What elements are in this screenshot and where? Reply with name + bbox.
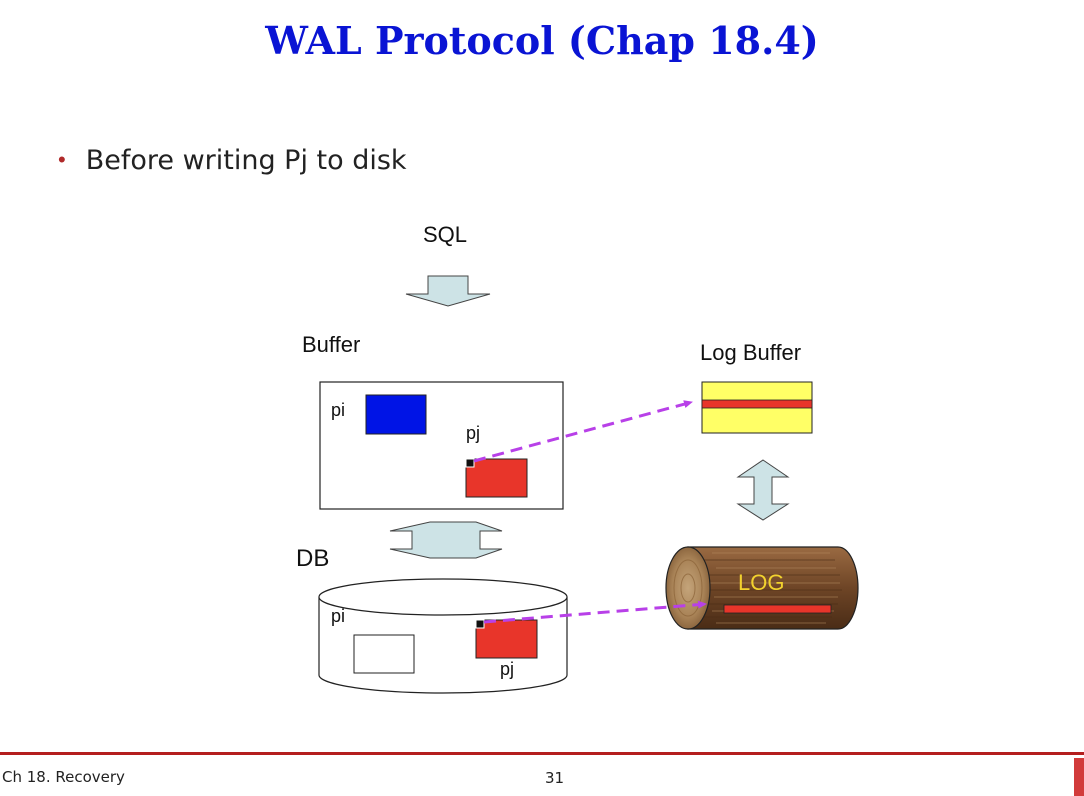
bullet-text: Before writing Pj to disk (85, 144, 407, 176)
buffer-page-pi (365, 394, 427, 435)
sql-down-arrow-icon (405, 275, 491, 307)
buffer-pj-label: pj (466, 423, 480, 443)
footer-divider (0, 752, 1084, 755)
db-cylinder-top (318, 578, 568, 616)
buffer-pj-record-marker (465, 458, 475, 468)
log-label: LOG (738, 570, 784, 595)
log-buffer-record (701, 399, 813, 409)
buffer-db-double-arrow-icon (389, 521, 503, 559)
logbuffer-log-double-arrow-icon (736, 459, 790, 521)
buffer-label: Buffer (302, 332, 360, 357)
sql-label: SQL (423, 222, 467, 247)
db-pi-label: pi (331, 606, 345, 626)
db-pj-label: pj (500, 659, 514, 679)
footer-page-number: 31 (545, 769, 565, 787)
bullet-item: • Before writing Pj to disk (58, 140, 407, 180)
buffer-pi-label: pi (331, 400, 345, 420)
db-page-pj (475, 619, 538, 659)
log-record (723, 604, 832, 614)
buffer-page-pj (465, 458, 528, 498)
bullet-dot-icon: • (58, 147, 66, 172)
log-buffer-label: Log Buffer (700, 340, 801, 365)
slide-title: WAL Protocol (Chap 18.4) (265, 18, 819, 63)
db-label: DB (296, 545, 329, 572)
footer-chapter: Ch 18. Recovery (2, 768, 125, 786)
db-pj-record-marker (475, 619, 485, 629)
footer-corner-tab (1074, 758, 1084, 796)
db-page-pi (353, 634, 415, 674)
